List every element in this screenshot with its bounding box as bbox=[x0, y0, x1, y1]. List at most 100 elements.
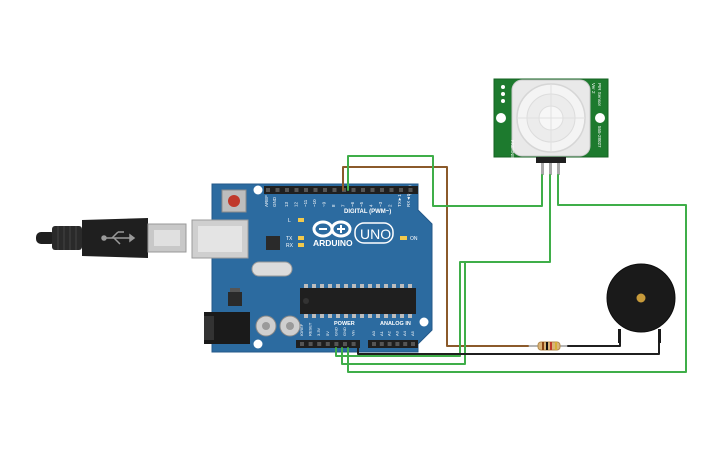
header-hole[interactable] bbox=[313, 188, 318, 192]
digital-pin-label: TX►1 bbox=[397, 194, 402, 207]
digital-header[interactable] bbox=[264, 186, 418, 194]
atmega-chip bbox=[300, 288, 416, 314]
mounting-hole bbox=[419, 317, 429, 327]
header-hole[interactable] bbox=[334, 342, 339, 346]
digital-header-label: DIGITAL (PWM~) bbox=[344, 209, 391, 215]
on-label: ON bbox=[410, 236, 418, 242]
header-hole[interactable] bbox=[317, 342, 322, 346]
led-on bbox=[400, 236, 407, 240]
header-hole[interactable] bbox=[351, 342, 356, 346]
analog-pin-label: A4 bbox=[402, 330, 407, 336]
pir-sensor[interactable]: FRESNEL PIR Sensor Ver 2 555-28027 bbox=[493, 78, 609, 175]
chip-pin bbox=[352, 284, 356, 288]
chip-pin bbox=[368, 284, 372, 288]
digital-pin-label: RX◄0 bbox=[406, 193, 411, 207]
header-hole[interactable] bbox=[308, 342, 313, 346]
chip-pin bbox=[312, 284, 316, 288]
chip-pin bbox=[320, 284, 324, 288]
wire-green-5v bbox=[335, 174, 551, 357]
digital-pin-label: 12 bbox=[293, 201, 298, 207]
analog-pin-label: A2 bbox=[387, 330, 392, 336]
pir-pin-vcc[interactable] bbox=[557, 163, 560, 175]
brand-label: ARDUINO bbox=[313, 238, 353, 248]
mounting-hole bbox=[496, 113, 506, 123]
header-hole[interactable] bbox=[372, 342, 376, 346]
header-hole[interactable] bbox=[332, 188, 337, 192]
header-hole[interactable] bbox=[387, 342, 392, 346]
model-label: UNO bbox=[360, 226, 391, 242]
digital-pin-label: ~6 bbox=[350, 201, 355, 207]
chip-pin bbox=[304, 284, 308, 288]
chip-pin bbox=[376, 284, 380, 288]
wire-green-pir-vcc bbox=[347, 174, 687, 373]
header-hole[interactable] bbox=[294, 188, 299, 192]
digital-pin-label: ~10 bbox=[312, 199, 317, 207]
usb-icon bbox=[101, 231, 136, 245]
digital-pin-label: 4 bbox=[369, 204, 374, 207]
led-rx bbox=[298, 243, 304, 247]
chip-pin bbox=[352, 314, 356, 318]
header-hole[interactable] bbox=[285, 188, 289, 192]
header-hole[interactable] bbox=[389, 188, 394, 192]
pir-label-top: PIR Sensor bbox=[597, 83, 602, 107]
header-hole[interactable] bbox=[275, 188, 280, 192]
header-hole[interactable] bbox=[323, 188, 327, 192]
pir-label-bottom: 555-28027 bbox=[597, 126, 602, 148]
piezo-buzzer[interactable] bbox=[606, 263, 676, 343]
chip-pin bbox=[392, 284, 396, 288]
digital-pin-label: ~11 bbox=[303, 199, 308, 207]
wire-green-signal bbox=[347, 155, 543, 207]
chip-pin bbox=[408, 284, 412, 288]
power-pin-label: IOREF bbox=[299, 323, 304, 336]
led-tx-label: TX bbox=[286, 236, 293, 242]
header-hole[interactable] bbox=[399, 188, 403, 192]
digital-pin-label: 13 bbox=[284, 201, 289, 207]
chip-pin bbox=[344, 284, 348, 288]
header-hole[interactable] bbox=[351, 188, 356, 192]
digital-pin-label: 7 bbox=[340, 204, 345, 207]
voltage-regulator bbox=[228, 292, 242, 306]
header-hole[interactable] bbox=[403, 342, 408, 346]
analog-pin-label: A3 bbox=[394, 330, 399, 336]
digital-pin-label: ~3 bbox=[378, 201, 383, 207]
header-hole[interactable] bbox=[408, 188, 413, 192]
wire-green-gnd bbox=[341, 261, 466, 365]
chip-pin bbox=[384, 314, 388, 318]
chip-pin bbox=[320, 314, 324, 318]
chip-pin bbox=[400, 284, 404, 288]
chip-pin bbox=[360, 284, 364, 288]
resistor[interactable] bbox=[528, 341, 568, 351]
arduino-infinity-logo bbox=[312, 220, 352, 238]
analog-header[interactable] bbox=[368, 340, 418, 348]
crystal-oscillator bbox=[251, 261, 293, 277]
header-hole[interactable] bbox=[266, 188, 270, 192]
chip-pin bbox=[336, 314, 340, 318]
header-hole[interactable] bbox=[343, 342, 347, 346]
power-pin-label: GND bbox=[333, 327, 338, 336]
digital-pin-label: 2 bbox=[387, 204, 392, 207]
analog-pin-label: A1 bbox=[379, 330, 384, 336]
header-hole[interactable] bbox=[370, 188, 375, 192]
header-hole[interactable] bbox=[361, 188, 365, 192]
digital-pin-label: 8 bbox=[331, 204, 336, 207]
chip-pin bbox=[328, 284, 332, 288]
header-hole[interactable] bbox=[325, 342, 330, 346]
wire-brown bbox=[342, 166, 529, 347]
mounting-hole bbox=[595, 113, 605, 123]
wire-black-buzzer-b bbox=[357, 342, 660, 355]
chip-pin bbox=[376, 314, 380, 318]
mounting-hole bbox=[253, 185, 263, 195]
aref-label: AREF bbox=[264, 195, 269, 207]
pir-pin-out[interactable] bbox=[549, 163, 552, 175]
analog-pin-label: A5 bbox=[410, 330, 415, 336]
header-hole[interactable] bbox=[380, 188, 384, 192]
header-hole[interactable] bbox=[304, 188, 308, 192]
header-hole[interactable] bbox=[411, 342, 415, 346]
header-hole[interactable] bbox=[379, 342, 384, 346]
header-hole[interactable] bbox=[395, 342, 400, 346]
pir-pin-gnd[interactable] bbox=[541, 163, 544, 175]
usb-chip bbox=[266, 236, 280, 250]
header-hole[interactable] bbox=[300, 342, 304, 346]
